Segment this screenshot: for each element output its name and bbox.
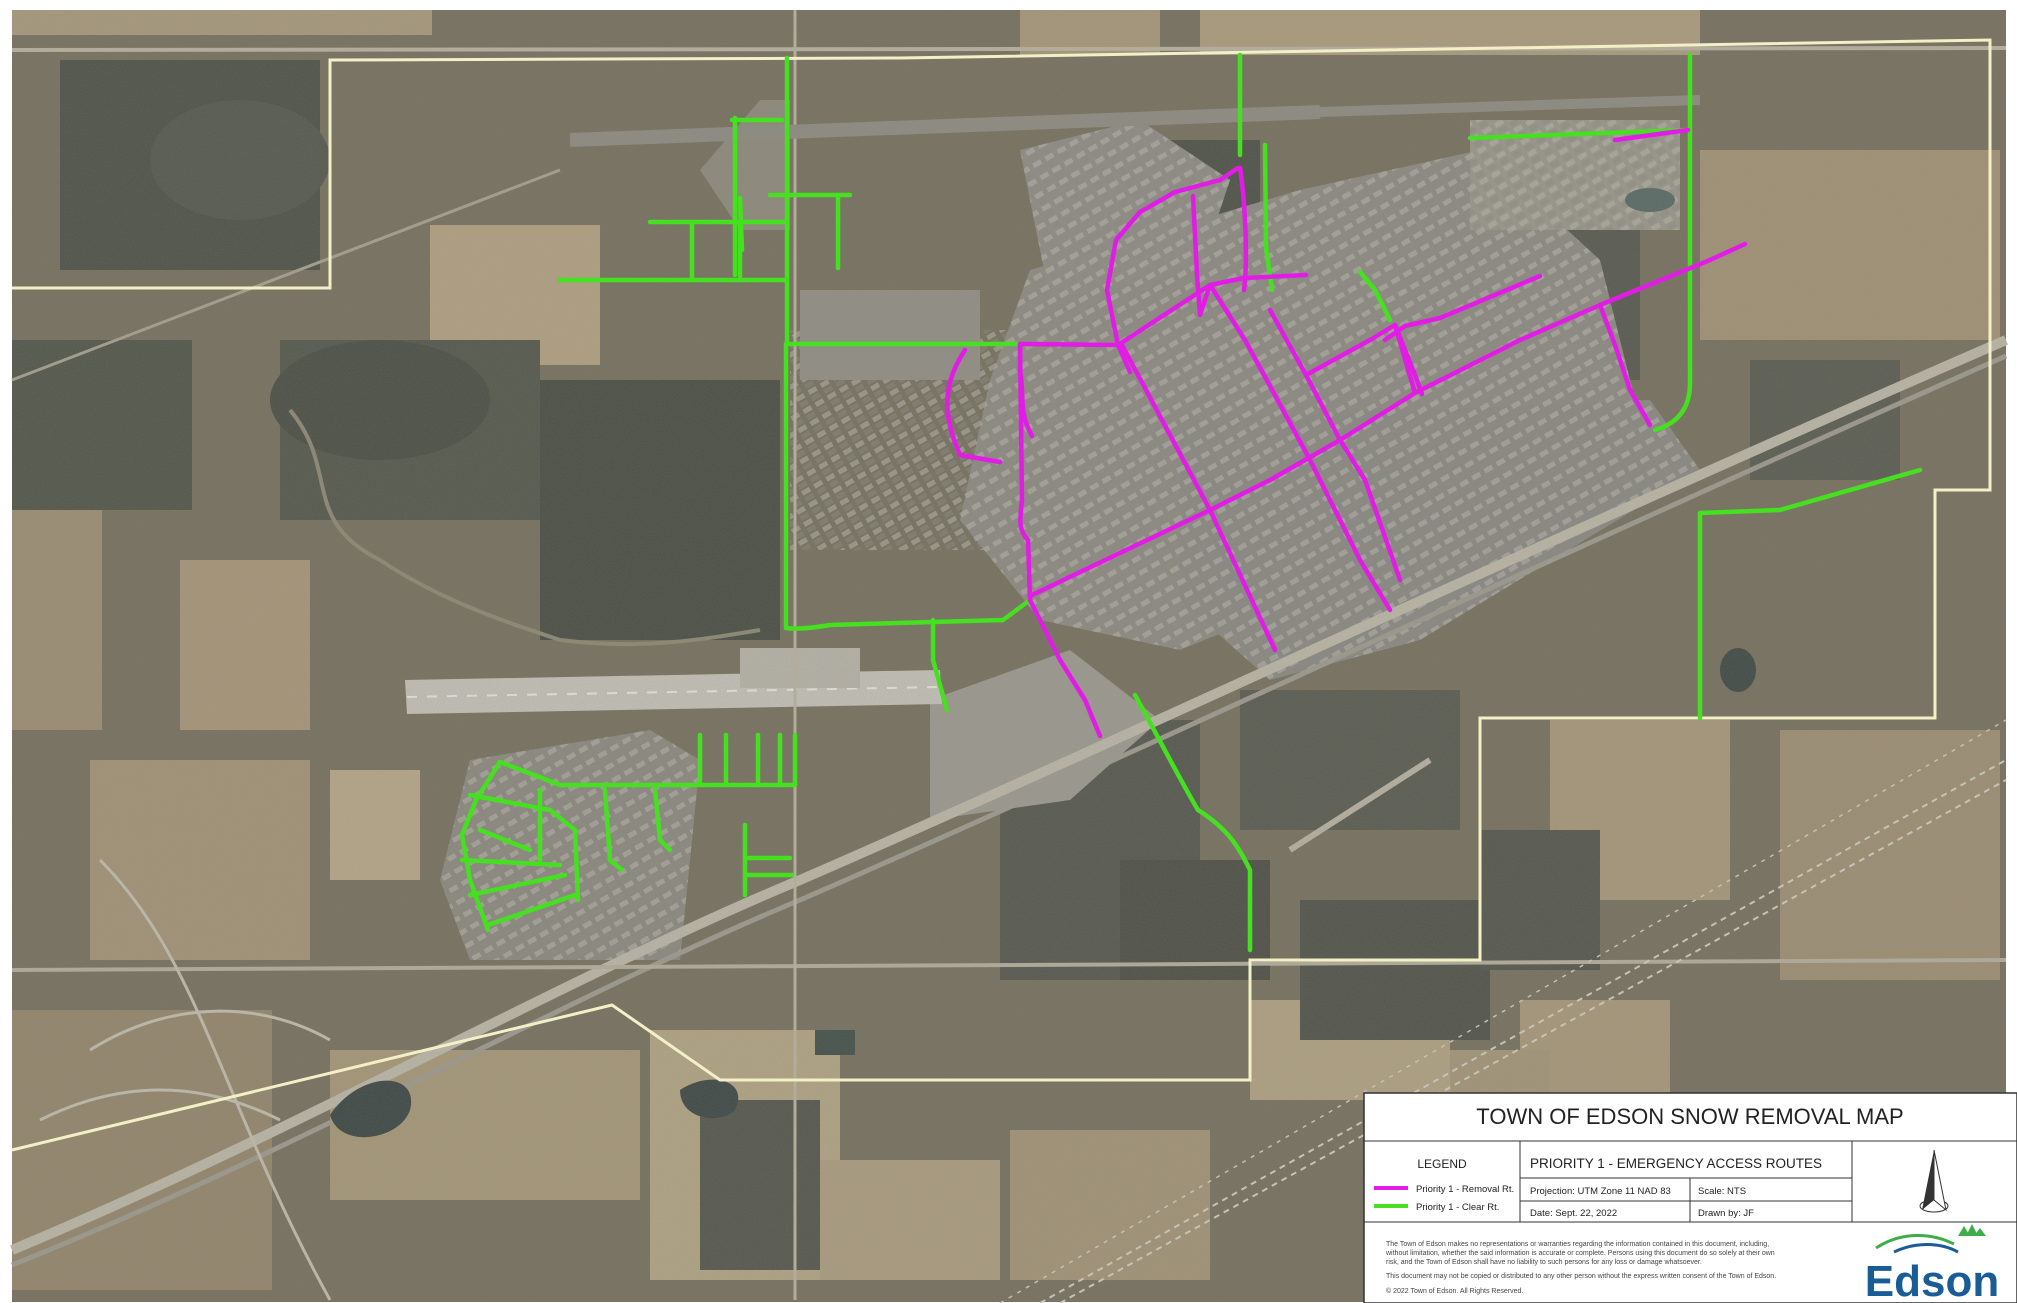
clear-routes	[459, 52, 1923, 953]
drawn-by: Drawn by: JF	[1698, 1208, 1754, 1219]
legend-label-removal: Priority 1 - Removal Rt.	[1416, 1184, 1514, 1195]
legend-label-clear: Priority 1 - Clear Rt.	[1416, 1202, 1499, 1213]
map-subtitle: PRIORITY 1 - EMERGENCY ACCESS ROUTES	[1530, 1156, 1822, 1171]
disclaimer-line: This document may not be copied or distr…	[1386, 1273, 1776, 1280]
north-arrow-icon	[1919, 1149, 1949, 1213]
scale: Scale: NTS	[1698, 1186, 1746, 1197]
logo-text: Edson	[1865, 1257, 1999, 1303]
map-title: TOWN OF EDSON SNOW REMOVAL MAP	[1476, 1104, 1903, 1129]
title-block: TOWN OF EDSON SNOW REMOVAL MAP LEGEND Pr…	[1363, 1092, 2017, 1303]
projection: Projection: UTM Zone 11 NAD 83	[1530, 1186, 1671, 1197]
edson-logo: Edson	[1865, 1224, 1999, 1303]
date: Date: Sept. 22, 2022	[1530, 1208, 1617, 1219]
legend-heading: LEGEND	[1417, 1157, 1467, 1171]
town-boundary	[11, 38, 1992, 1152]
removal-routes	[945, 127, 1748, 739]
copyright: © 2022 Town of Edson. All Rights Reserve…	[1386, 1287, 1523, 1295]
disclaimer-line: risk, and the Town of Edson shall have n…	[1386, 1259, 1702, 1266]
disclaimer-line: The Town of Edson makes no representatio…	[1386, 1241, 1769, 1248]
disclaimer-line: without limitation, whether the said inf…	[1385, 1250, 1775, 1257]
